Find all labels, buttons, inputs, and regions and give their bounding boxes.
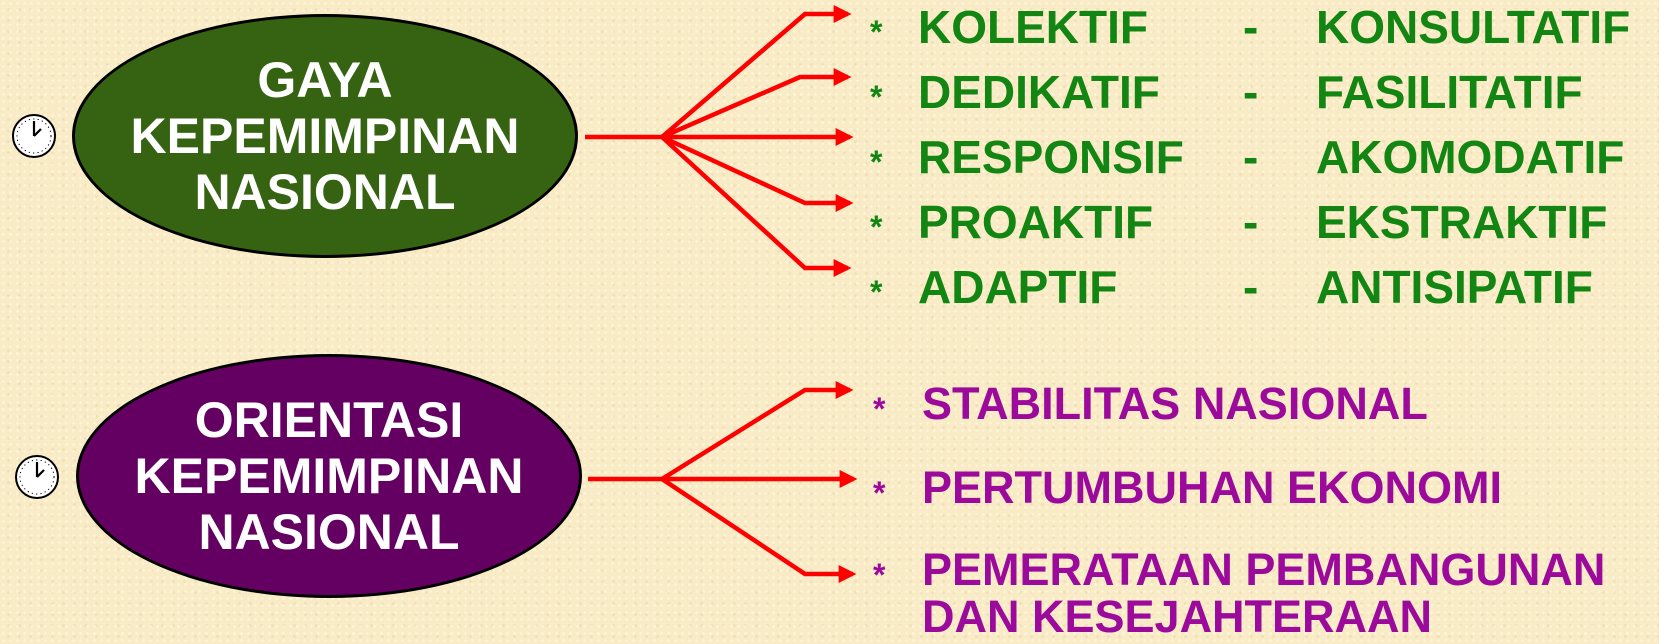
bullet-star: * xyxy=(870,14,883,50)
gaya-item-left: RESPONSIF xyxy=(918,131,1184,183)
orientasi-kepemimpinan-oval: ORIENTASI KEPEMIMPINAN NASIONAL xyxy=(76,354,582,598)
bullet-star: * xyxy=(870,79,883,115)
bullet-star: * xyxy=(870,274,883,310)
oval-title-line: GAYA xyxy=(257,52,393,108)
bullet-star: * xyxy=(873,475,886,511)
oval-title-line: NASIONAL xyxy=(198,504,460,560)
oval-title-line: NASIONAL xyxy=(194,164,456,220)
gaya-item-separator: - xyxy=(1243,196,1259,248)
gaya-item-left: ADAPTIF xyxy=(918,261,1118,313)
gaya-item-right: KONSULTATIF xyxy=(1316,1,1631,53)
orientasi-item: STABILITAS NASIONAL xyxy=(922,378,1428,429)
gaya-kepemimpinan-oval: GAYA KEPEMIMPINAN NASIONAL xyxy=(72,14,578,258)
bullet-star: * xyxy=(873,391,886,427)
gaya-item-separator: - xyxy=(1243,66,1259,118)
arrow-proaktif xyxy=(661,134,854,212)
gaya-item-right: ANTISIPATIF xyxy=(1316,261,1593,313)
arrow-stabilitas xyxy=(660,381,854,481)
gaya-item-right: EKSTRAKTIF xyxy=(1316,196,1608,248)
gaya-item-separator: - xyxy=(1243,261,1259,313)
arrow-dedikatif xyxy=(661,68,852,140)
bullet-star: * xyxy=(870,209,883,245)
gaya-item-separator: - xyxy=(1243,131,1259,183)
orientasi-item: PERTUMBUHAN EKONOMI xyxy=(922,462,1502,513)
bullet-star: * xyxy=(873,557,886,593)
bullet-star: * xyxy=(870,144,883,180)
gaya-item-left: DEDIKATIF xyxy=(918,66,1160,118)
gaya-item-separator: - xyxy=(1243,1,1259,53)
clock-icon xyxy=(15,455,59,499)
arrow-pemerataan xyxy=(660,477,857,583)
clock-icon xyxy=(12,114,56,158)
arrow-adaptif xyxy=(660,135,852,277)
oval-title-line: ORIENTASI xyxy=(194,392,464,448)
oval-title-line: KEPEMIMPINAN xyxy=(134,448,524,504)
oval-title-line: KEPEMIMPINAN xyxy=(130,108,520,164)
orientasi-item: PEMERATAAN PEMBANGUNAN xyxy=(922,544,1606,595)
gaya-item-left: PROAKTIF xyxy=(918,196,1154,248)
orientasi-item-continued: DAN KESEJAHTERAAN xyxy=(922,591,1433,642)
gaya-item-left: KOLEKTIF xyxy=(918,1,1148,53)
gaya-item-right: FASILITATIF xyxy=(1316,66,1583,118)
arrow-kolektif xyxy=(660,5,852,139)
gaya-item-right: AKOMODATIF xyxy=(1316,131,1625,183)
